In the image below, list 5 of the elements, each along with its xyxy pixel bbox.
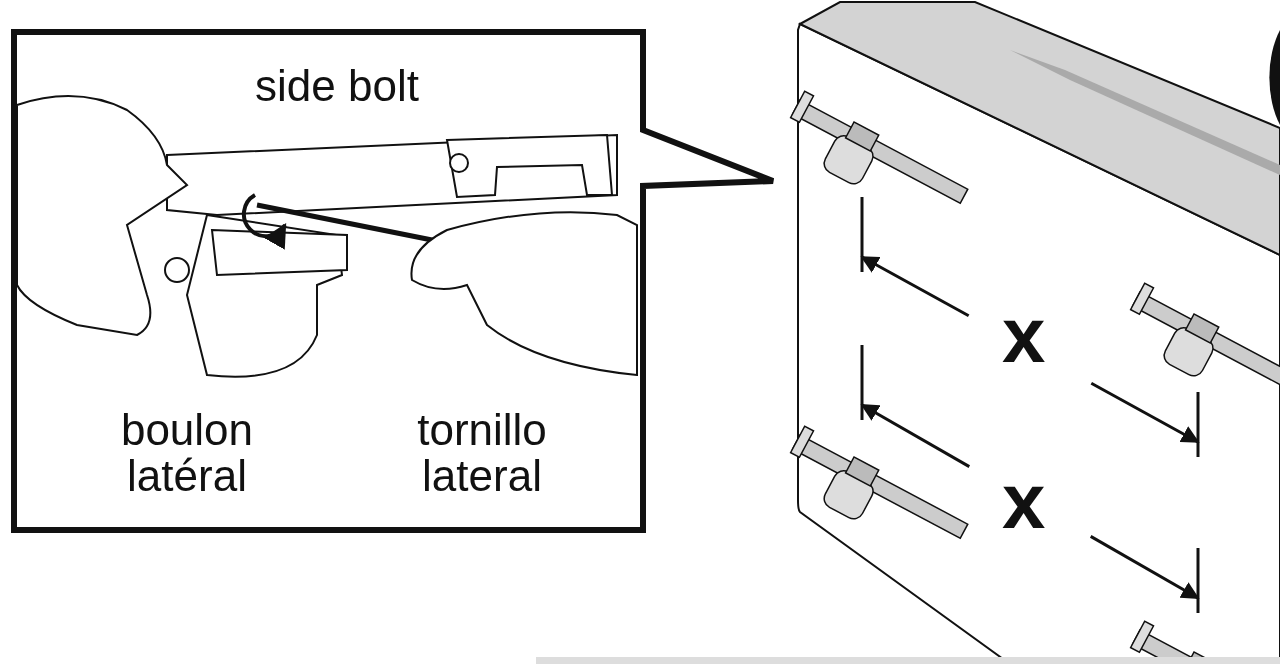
dimension-label: x bbox=[1002, 466, 1046, 536]
callout-text: side bolt bbox=[254, 63, 420, 109]
dimension-label: x bbox=[1002, 300, 1046, 370]
callout-text: tornillo lateral bbox=[416, 407, 548, 499]
callout-text: boulon latéral bbox=[119, 407, 255, 499]
